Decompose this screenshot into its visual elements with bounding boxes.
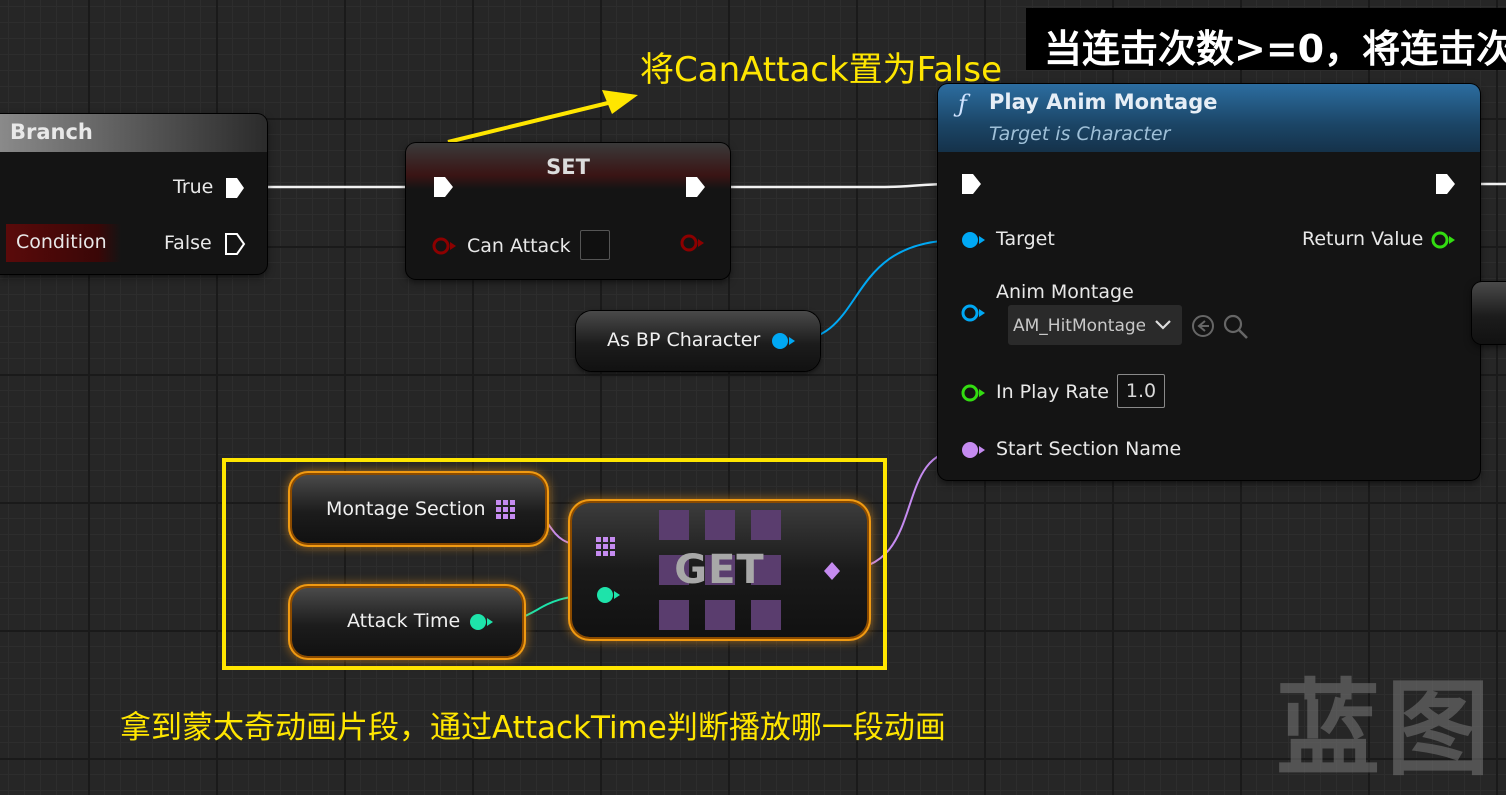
- set-node[interactable]: SET Can Attack: [406, 143, 730, 279]
- anim-montage-pin[interactable]: [960, 302, 988, 324]
- set-header: [406, 143, 730, 189]
- in-play-rate-value: 1.0: [1125, 380, 1157, 402]
- start-section-name-pin[interactable]: [960, 439, 988, 461]
- get-array-in-pin[interactable]: [595, 536, 617, 558]
- get-index-in-pin[interactable]: [595, 584, 623, 606]
- annotation-arrow: [447, 100, 613, 144]
- set-exec-in-pin[interactable]: [432, 175, 456, 199]
- as-bp-character-node[interactable]: As BP Character: [576, 311, 820, 371]
- play-montage-exec-in-pin[interactable]: [960, 172, 984, 196]
- branch-false-label: False: [164, 232, 212, 254]
- branch-header: [0, 114, 267, 152]
- anim-montage-dropdown[interactable]: AM_HitMontage: [1008, 305, 1182, 345]
- branch-true-exec-pin[interactable]: [224, 176, 246, 200]
- as-bp-character-label: As BP Character: [607, 329, 761, 351]
- branch-false-exec-pin[interactable]: [224, 232, 246, 256]
- montage-section-array-pin[interactable]: [495, 499, 517, 521]
- montage-section-var[interactable]: Montage Section: [292, 475, 545, 543]
- attack-time-label: Attack Time: [347, 610, 461, 632]
- branch-true-label: True: [173, 176, 214, 198]
- set-bool-in-pin[interactable]: [430, 235, 460, 257]
- get-title: GET: [674, 547, 765, 593]
- branch-title: Branch: [10, 120, 93, 144]
- in-play-rate-label: In Play Rate: [996, 381, 1109, 403]
- top-banner-text: 当连击次数>=0，将连击次: [1044, 27, 1506, 70]
- play-montage-title: Play Anim Montage: [989, 90, 1218, 114]
- bottom-note: 拿到蒙太奇动画片段，通过AttackTime判断播放哪一段动画: [120, 710, 946, 746]
- in-play-rate-input[interactable]: 1.0: [1117, 374, 1165, 408]
- exec-wire-set-montage: [708, 182, 956, 189]
- set-bool-out-pin[interactable]: [678, 232, 708, 254]
- play-montage-exec-out-pin[interactable]: [1434, 172, 1458, 196]
- return-value-pin[interactable]: [1430, 229, 1458, 251]
- start-section-name-label: Start Section Name: [996, 438, 1182, 460]
- branch-node[interactable]: Branch True Condition False: [0, 114, 267, 274]
- watermark: 蓝图: [1276, 668, 1497, 790]
- use-selected-asset-icon[interactable]: [1190, 313, 1216, 339]
- target-pin[interactable]: [960, 229, 988, 251]
- in-play-rate-pin[interactable]: [960, 382, 988, 404]
- anim-montage-label: Anim Montage: [996, 281, 1134, 303]
- set-note: 将CanAttack置为False: [640, 50, 1003, 90]
- montage-section-label: Montage Section: [326, 498, 486, 520]
- annotation-arrow-head: [602, 90, 638, 114]
- array-grid-icon: [659, 510, 781, 630]
- attack-time-var[interactable]: Attack Time: [292, 588, 522, 656]
- can-attack-checkbox[interactable]: [580, 230, 610, 260]
- set-can-attack-label: Can Attack: [467, 235, 571, 257]
- attack-time-out-pin[interactable]: [468, 611, 494, 633]
- branch-condition-label: Condition: [16, 231, 107, 253]
- get-value-out-pin[interactable]: [822, 560, 846, 582]
- branch-condition-pin-bg: [6, 224, 121, 262]
- function-icon: ƒ: [958, 90, 967, 118]
- offscreen-node-edge[interactable]: [1472, 282, 1506, 344]
- play-anim-montage-node[interactable]: ƒ Play Anim Montage Target is Character …: [938, 84, 1480, 480]
- return-value-label: Return Value: [1302, 228, 1424, 250]
- get-array-node[interactable]: GET: [572, 503, 867, 637]
- target-label: Target: [996, 228, 1055, 250]
- browse-asset-search-icon[interactable]: [1222, 313, 1250, 341]
- play-montage-header: [938, 84, 1480, 152]
- set-exec-out-pin[interactable]: [684, 175, 708, 199]
- chevron-down-icon: [1155, 320, 1171, 330]
- highlight-box: [222, 458, 887, 670]
- set-title: SET: [546, 155, 590, 179]
- play-montage-subtitle: Target is Character: [989, 123, 1171, 145]
- as-bp-character-out-pin[interactable]: [770, 330, 796, 352]
- top-banner: 当连击次数>=0，将连击次: [1026, 8, 1506, 70]
- anim-montage-value: AM_HitMontage: [1013, 316, 1145, 336]
